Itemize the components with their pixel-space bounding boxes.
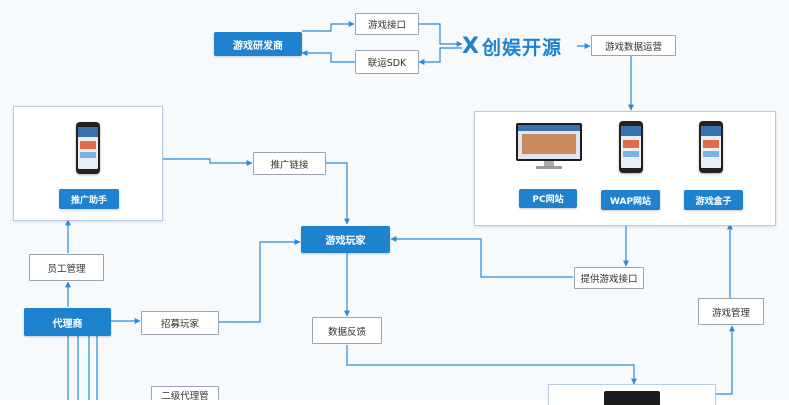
box-phone-icon	[699, 121, 723, 173]
wire-recruit-to-player	[219, 239, 301, 323]
pc-monitor-icon	[516, 123, 582, 169]
sub-agent-node: 二级代理管	[151, 386, 219, 402]
backend-panel	[548, 384, 716, 405]
feedback-node: 数据反馈	[312, 317, 382, 344]
agent-node: 代理商	[24, 308, 111, 336]
wire-dev-to-game-api	[302, 21, 355, 32]
wire-game-api-to-logo	[419, 23, 463, 47]
laptop-icon	[604, 391, 660, 405]
wire-logo-to-sdk	[418, 47, 462, 65]
dev-node: 游戏研发商	[214, 32, 302, 56]
sdk-node: 联运SDK	[355, 50, 419, 74]
ops-node: 游戏数据运营	[591, 35, 676, 56]
game-mgmt-node: 游戏管理	[698, 298, 764, 325]
recruit-node: 招募玩家	[141, 311, 219, 335]
brand-logo: X 创娱开源	[462, 33, 562, 59]
staff-node: 员工管理	[29, 254, 104, 281]
game-api-node: 游戏接口	[355, 13, 419, 35]
provide-api-node: 提供游戏接口	[574, 267, 644, 289]
wire-helper-to-promo-link	[162, 158, 253, 166]
wire-promo-link-to-player	[326, 162, 350, 225]
player-node: 游戏玩家	[301, 226, 390, 253]
wap-phone-icon	[619, 121, 643, 173]
phone-icon	[76, 122, 100, 174]
promo-helper-node: 推广助手	[59, 189, 119, 209]
pc-site-node: PC网站	[519, 189, 577, 208]
wire-laptop-to-game-mgmt	[714, 325, 735, 395]
brand-name: 创娱开源	[481, 36, 562, 59]
wire-feedback-to-laptop	[346, 345, 637, 385]
wire-provide-api-to-player	[390, 236, 573, 278]
brand-mark-icon: X	[462, 33, 479, 59]
game-box-node: 游戏盒子	[684, 190, 743, 210]
promo-link-node: 推广链接	[253, 152, 326, 175]
wire-sdk-to-dev	[301, 50, 355, 63]
wap-site-node: WAP网站	[601, 190, 660, 210]
